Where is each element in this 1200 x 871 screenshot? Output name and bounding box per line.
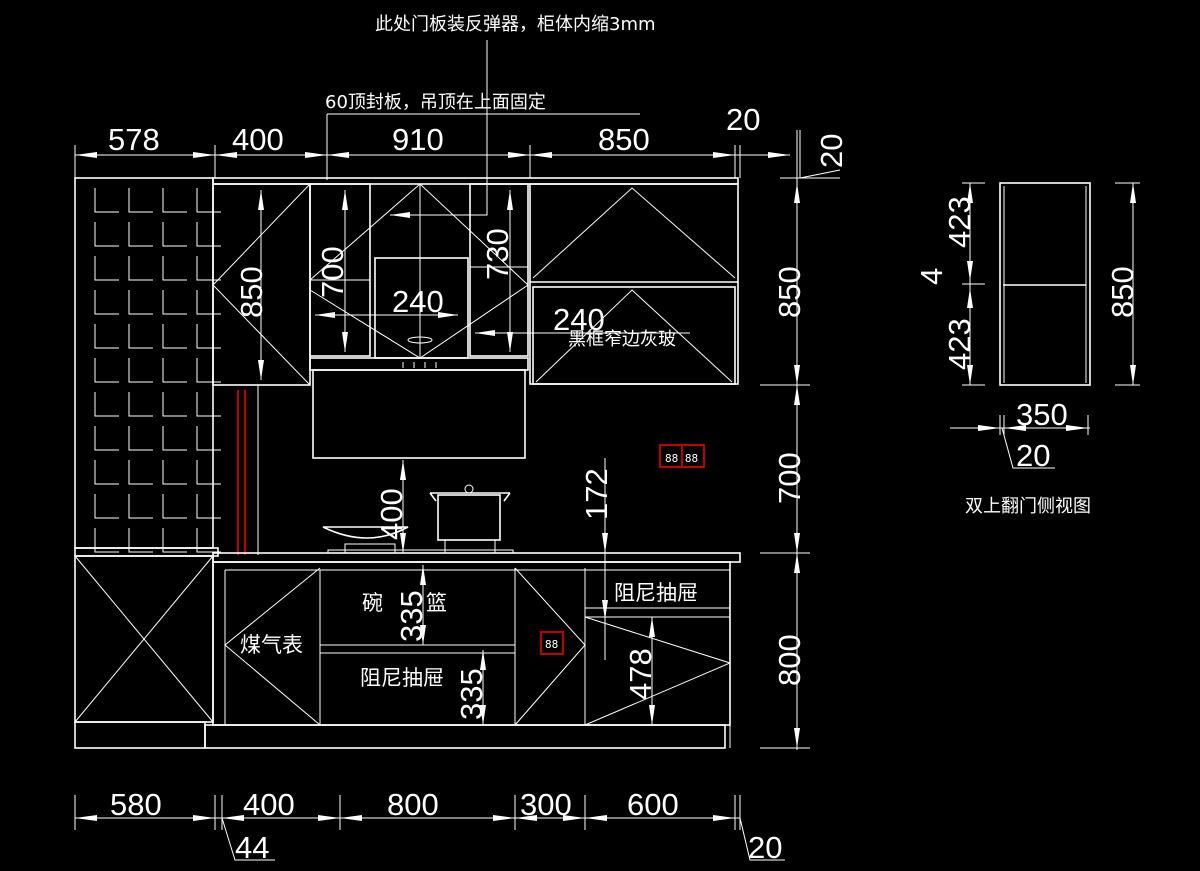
- side-dim-gap-4: 4: [914, 268, 949, 285]
- wall-socket-double: 88 88: [659, 444, 705, 468]
- dim-bottom-600: 600: [627, 787, 679, 822]
- brick-mark: [162, 256, 187, 281]
- brick-mark: [94, 494, 119, 519]
- bottom-dimension-chain: [74, 795, 785, 861]
- upper-cabinets: [212, 177, 739, 459]
- dim-right-850: 850: [772, 266, 807, 318]
- brick-mark: [162, 494, 187, 519]
- note-door-rebound: 此处门板装反弹器，柜体内缩3mm: [375, 14, 656, 35]
- label-basket: 篮: [426, 591, 447, 615]
- brick-mark: [196, 426, 221, 451]
- svg-text:88 88: 88 88: [665, 452, 698, 465]
- dim-top-20: 20: [726, 102, 760, 137]
- side-dim-top-423: 423: [942, 196, 977, 248]
- brick-mark: [128, 290, 153, 315]
- dim-bottom-300: 300: [520, 787, 572, 822]
- brick-mark: [128, 426, 153, 451]
- dim-left-cab-850: 850: [234, 266, 269, 318]
- brick-mark: [94, 460, 119, 485]
- brick-mark: [196, 528, 221, 553]
- brick-mark: [94, 256, 119, 281]
- side-dim-bottom-423: 423: [942, 318, 977, 370]
- dim-mid-730: 730: [480, 228, 515, 280]
- brick-mark: [162, 222, 187, 247]
- dim-top-850: 850: [598, 122, 650, 157]
- brick-mark: [128, 460, 153, 485]
- brick-mark: [128, 392, 153, 417]
- top-dimension-chain: [74, 130, 841, 179]
- cabinet-socket: 88: [540, 631, 564, 655]
- base-cabinets: [74, 547, 741, 749]
- brick-mark: [196, 358, 221, 383]
- dim-glass-240: 240: [553, 302, 605, 337]
- label-gas-meter: 煤气表: [240, 633, 303, 657]
- brick-mark: [196, 256, 221, 281]
- brick-mark: [94, 392, 119, 417]
- label-damper-drawer-1: 阻尼抽屉: [360, 666, 444, 690]
- dim-bottom-20: 20: [748, 830, 782, 865]
- cooktop-with-pot-and-wok: [322, 484, 514, 554]
- brick-mark: [196, 324, 221, 349]
- dim-bottom-580: 580: [110, 787, 162, 822]
- brick-mark: [162, 460, 187, 485]
- side-view-title: 双上翻门侧视图: [965, 496, 1091, 517]
- brick-mark: [94, 324, 119, 349]
- brick-mark: [196, 188, 221, 213]
- dim-bottom-800: 800: [387, 787, 439, 822]
- dim-hood-400: 400: [374, 488, 409, 540]
- note-glass: 黑框窄边灰玻: [568, 329, 676, 350]
- label-bowl: 碗: [362, 591, 383, 615]
- brick-mark: [128, 324, 153, 349]
- brick-mark: [94, 222, 119, 247]
- dim-right-800: 800: [772, 634, 807, 686]
- brick-mark: [196, 460, 221, 485]
- brick-mark: [162, 188, 187, 213]
- dim-bottom-44: 44: [235, 830, 269, 865]
- brick-mark: [128, 188, 153, 213]
- brick-mark: [196, 222, 221, 247]
- brick-wall: [74, 177, 221, 553]
- brick-mark: [128, 494, 153, 519]
- brick-mark: [94, 528, 119, 553]
- note-top-panel: 60顶封板，吊顶在上面固定: [325, 92, 546, 113]
- side-dim-offset-20: 20: [1016, 438, 1050, 473]
- brick-mark: [94, 290, 119, 315]
- dim-mid-700: 700: [315, 246, 350, 298]
- dim-bottom-400: 400: [243, 787, 295, 822]
- brick-mark: [162, 528, 187, 553]
- dim-top-910: 910: [392, 122, 444, 157]
- brick-mark: [128, 528, 153, 553]
- dim-socket-172: 172: [579, 468, 614, 520]
- dim-hood-240: 240: [392, 284, 444, 319]
- dim-drawer-335: 335: [454, 668, 489, 720]
- dim-top-400: 400: [232, 122, 284, 157]
- brick-mark: [162, 324, 187, 349]
- brick-mark: [94, 426, 119, 451]
- brick-mark: [162, 358, 187, 383]
- brick-mark: [94, 358, 119, 383]
- brick-mark: [94, 188, 119, 213]
- dim-right-drawer-478: 478: [623, 648, 658, 700]
- dim-top-right-20: 20: [814, 134, 849, 168]
- leader-lines: [326, 40, 640, 216]
- brick-mark: [128, 256, 153, 281]
- dim-basket-335: 335: [394, 590, 429, 642]
- side-dim-depth-350: 350: [1016, 397, 1068, 432]
- gas-pipes: [237, 385, 259, 555]
- dim-right-700: 700: [772, 452, 807, 504]
- brick-mark: [196, 494, 221, 519]
- label-damper-drawer-2: 阻尼抽屉: [614, 581, 698, 605]
- right-dimension-chain: [760, 130, 810, 750]
- dim-top-578: 578: [108, 122, 160, 157]
- brick-mark: [196, 392, 221, 417]
- flip-door-side-view: [950, 182, 1140, 469]
- brick-mark: [162, 290, 187, 315]
- svg-text:88: 88: [545, 638, 558, 651]
- brick-mark: [162, 426, 187, 451]
- side-dim-height-850: 850: [1105, 266, 1140, 318]
- brick-mark: [128, 222, 153, 247]
- brick-mark: [196, 290, 221, 315]
- brick-mark: [162, 392, 187, 417]
- brick-mark: [128, 358, 153, 383]
